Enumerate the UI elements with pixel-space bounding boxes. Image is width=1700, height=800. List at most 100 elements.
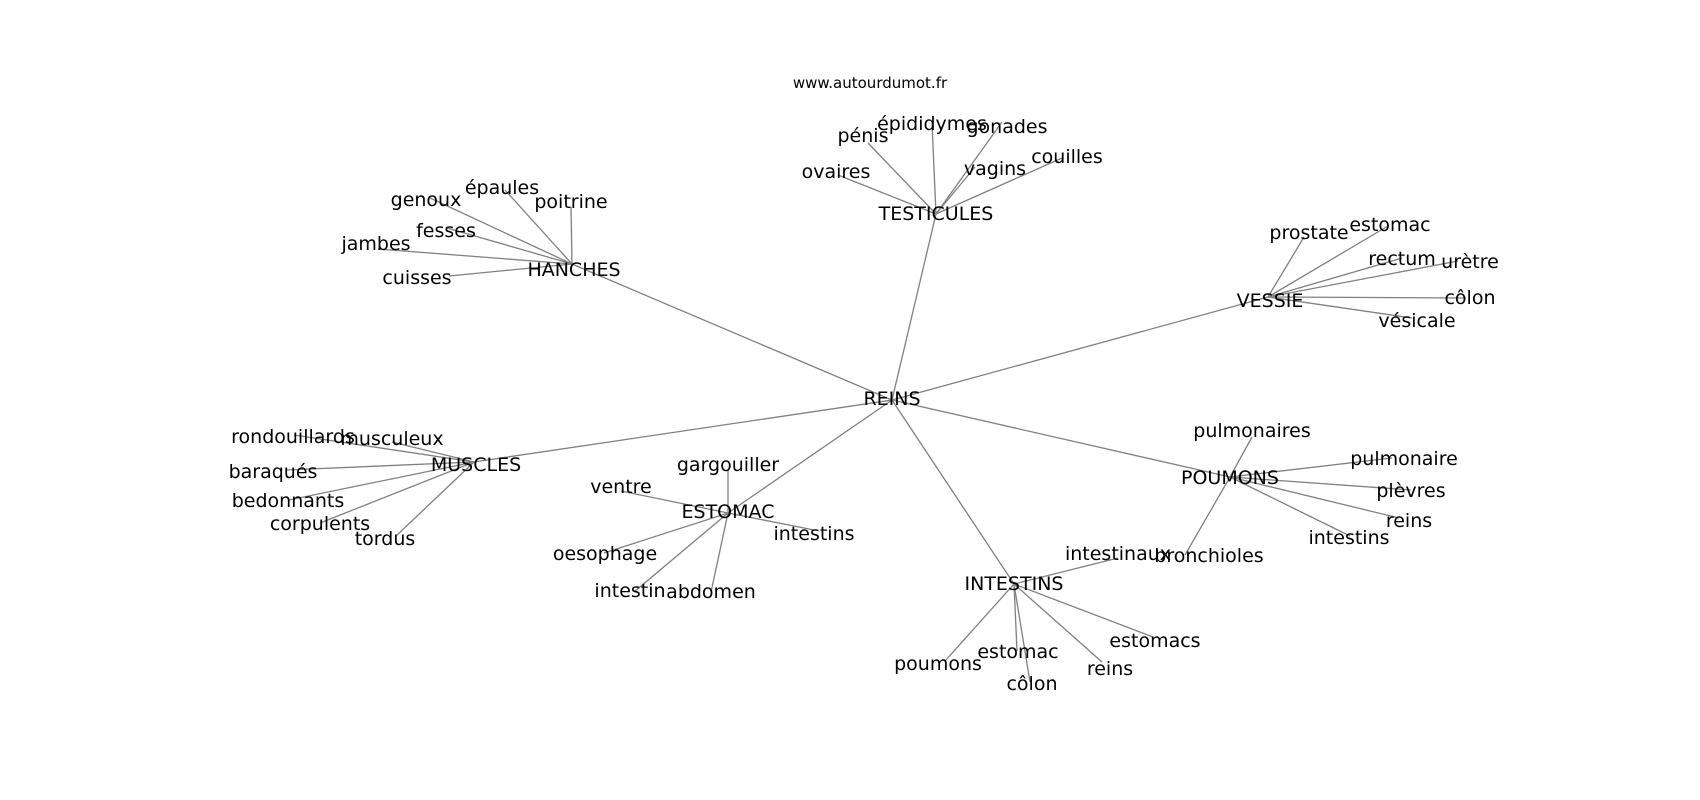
- leaf-label-vessie-rectum: rectum: [1368, 248, 1436, 270]
- edge-poumons-plevres: [1229, 476, 1412, 491]
- edge-testicules-vagins: [935, 166, 976, 215]
- edge-poumons-pulmonaires: [1229, 436, 1253, 478]
- edge-estomac-abdomen: [710, 512, 729, 593]
- leaf-label-testicules-epididymes: épididymes: [877, 113, 987, 135]
- leaf-label-hanches-jambes: jambes: [340, 233, 410, 255]
- leaf-label-muscles-rondouillards: rondouillards: [231, 426, 355, 448]
- edge-reins-muscles: [473, 399, 893, 463]
- leaf-label-hanches-genoux: genoux: [391, 189, 462, 211]
- edge-testicules-ovaires: [837, 174, 937, 215]
- leaf-label-hanches-cuisses: cuisses: [382, 267, 451, 289]
- hub-label-hanches: HANCHES: [527, 259, 620, 281]
- edge-vessie-prostate: [1267, 236, 1305, 298]
- hub-label-poumons: POUMONS: [1181, 467, 1279, 489]
- hub-label-testicules: TESTICULES: [878, 203, 994, 225]
- center-node-label: REINS: [863, 388, 920, 410]
- edge-intestins-poumons: [944, 583, 1015, 662]
- leaf-label-vessie-estomac: estomac: [1349, 214, 1430, 236]
- leaf-label-muscles-musculeux: musculeux: [340, 428, 443, 450]
- leaf-label-testicules-penis: pénis: [838, 125, 889, 147]
- leaf-label-muscles-tordus: tordus: [355, 528, 416, 550]
- edge-testicules-gonades: [935, 121, 1003, 215]
- edge-muscles-tordus: [395, 461, 475, 537]
- edge-muscles-rondouillards: [293, 434, 475, 463]
- edge-testicules-penis: [867, 142, 937, 215]
- edge-hanches-fesses: [446, 227, 573, 265]
- leaf-label-poumons-bronchioles: bronchioles: [1154, 545, 1263, 567]
- edge-intestins-colon: [1013, 583, 1031, 683]
- leaf-label-intestins-poumons: poumons: [894, 653, 982, 675]
- leaf-label-intestins-intestinaux: intestinaux: [1065, 543, 1171, 565]
- leaf-label-estomac-ventre: ventre: [590, 476, 652, 498]
- edge-reins-vessie: [891, 296, 1269, 401]
- edge-muscles-baraques: [285, 461, 475, 471]
- edge-estomac-ventre: [620, 490, 729, 514]
- leaf-label-estomac-abdomen: abdomen: [666, 581, 756, 603]
- edge-intestins-intestinaux: [1013, 557, 1119, 585]
- leaf-label-poumons-intestins: intestins: [1308, 527, 1389, 549]
- edge-vessie-colon: [1267, 296, 1467, 299]
- edge-vessie-uretre: [1267, 260, 1459, 298]
- edge-hanches-poitrine: [570, 206, 573, 265]
- edge-poumons-bronchioles: [1184, 476, 1231, 556]
- leaf-label-estomac-intestin: intestin: [594, 580, 665, 602]
- edge-intestins-estomac: [1013, 583, 1018, 652]
- edge-reins-hanches: [571, 263, 893, 401]
- leaf-label-poumons-plevres: plèvres: [1376, 480, 1445, 502]
- edge-testicules-epididymes: [931, 122, 937, 215]
- leaf-label-intestins-colon: côlon: [1006, 673, 1057, 695]
- leaf-label-poumons-reins: reins: [1386, 510, 1432, 532]
- leaf-label-vessie-uretre: urètre: [1441, 251, 1499, 273]
- edge-poumons-intestins: [1229, 476, 1351, 537]
- leaf-label-vessie-colon: côlon: [1444, 287, 1495, 309]
- edge-poumons-pulmonaire: [1229, 457, 1393, 478]
- leaf-label-muscles-baraques: baraqués: [229, 461, 318, 483]
- edge-vessie-vesicale: [1267, 296, 1413, 319]
- leaf-label-vessie-prostate: prostate: [1269, 222, 1348, 244]
- edge-muscles-corpulents: [319, 461, 475, 524]
- leaf-label-testicules-gonades: gonades: [966, 116, 1047, 138]
- edge-intestins-reins: [1013, 583, 1103, 663]
- leaf-label-estomac-gargouiller: gargouiller: [677, 454, 779, 476]
- edge-vessie-rectum: [1267, 257, 1403, 298]
- leaf-label-intestins-estomac: estomac: [977, 641, 1058, 663]
- edge-hanches-genoux: [429, 197, 573, 265]
- edge-estomac-intestin: [633, 512, 729, 593]
- leaf-label-hanches-poitrine: poitrine: [534, 191, 607, 213]
- edge-muscles-musculeux: [391, 441, 475, 463]
- edge-estomac-intestins: [727, 512, 815, 531]
- graph-edges: [285, 121, 1467, 683]
- leaf-label-muscles-corpulents: corpulents: [270, 513, 370, 535]
- leaf-label-estomac-oesophage: oesophage: [553, 543, 657, 565]
- hub-label-muscles: MUSCLES: [431, 454, 521, 476]
- hub-label-intestins: INTESTINS: [965, 573, 1064, 595]
- leaf-label-hanches-epaules: épaules: [465, 177, 539, 199]
- leaf-label-poumons-pulmonaire: pulmonaire: [1350, 448, 1458, 470]
- edge-intestins-estomacs: [1013, 583, 1154, 638]
- leaf-label-testicules-couilles: couilles: [1031, 146, 1103, 168]
- leaf-label-muscles-bedonnants: bedonnants: [232, 490, 345, 512]
- leaf-label-vessie-vesicale: vésicale: [1378, 310, 1455, 332]
- edge-hanches-epaules: [504, 189, 573, 265]
- edge-hanches-cuisses: [448, 263, 573, 277]
- edge-estomac-oesophage: [603, 512, 729, 554]
- edge-muscles-bedonnants: [288, 461, 475, 501]
- leaf-label-intestins-estomacs: estomacs: [1109, 630, 1200, 652]
- hub-label-estomac: ESTOMAC: [682, 501, 775, 523]
- graph-labels: www.autourdumot.fr REINSTESTICULESpénisé…: [229, 74, 1499, 695]
- source-label: www.autourdumot.fr: [793, 74, 948, 92]
- edge-reins-intestins: [891, 399, 1015, 585]
- edge-poumons-reins: [1229, 476, 1400, 519]
- leaf-label-testicules-vagins: vagins: [964, 158, 1026, 180]
- edge-reins-poumons: [891, 399, 1231, 478]
- leaf-label-poumons-pulmonaires: pulmonaires: [1193, 420, 1310, 442]
- hub-label-vessie: VESSIE: [1237, 290, 1304, 312]
- leaf-label-hanches-fesses: fesses: [416, 220, 476, 242]
- edge-vessie-estomac: [1267, 225, 1389, 298]
- edge-reins-estomac: [727, 399, 893, 514]
- edge-testicules-couilles: [935, 157, 1063, 215]
- leaf-label-estomac-intestins: intestins: [773, 523, 854, 545]
- leaf-label-intestins-reins: reins: [1087, 658, 1133, 680]
- edge-reins-testicules: [891, 213, 937, 401]
